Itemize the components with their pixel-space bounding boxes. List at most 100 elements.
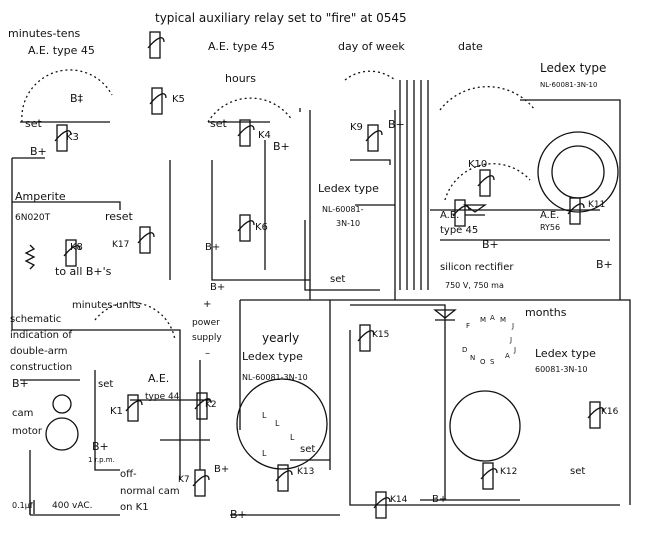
label-ledex-d-num: NL-60081-3N-10	[242, 373, 308, 382]
label-ps-plus: +	[203, 299, 211, 310]
coil-winding	[567, 203, 585, 215]
label-ledex-c-num: 60081-3N-10	[535, 365, 587, 374]
label-schematic2: indication of	[10, 330, 72, 341]
coil-winding	[147, 37, 165, 49]
label-ry56-2: RY56	[540, 223, 560, 232]
relay-coil-k7	[194, 469, 206, 497]
label-k12: K12	[500, 467, 517, 477]
label-ledex-b-num2: 3N-10	[336, 219, 360, 228]
day-of-week-arc	[344, 70, 396, 81]
ledex-date-dial	[537, 131, 619, 213]
label-to-all: to all B+'s	[55, 265, 112, 278]
label-off1: off-	[120, 469, 137, 480]
label-set-mid: set	[330, 274, 345, 285]
relays	[54, 31, 605, 519]
month-letter: J	[511, 322, 514, 330]
label-minutes-tens: minutes-tens	[8, 27, 81, 40]
coil-winding	[63, 245, 81, 257]
yearly-dial-letter: L	[262, 449, 267, 458]
cam	[52, 394, 72, 414]
label-ledex-a: Ledex type	[540, 61, 606, 75]
month-letter: M	[500, 316, 506, 324]
coil-winding	[357, 330, 375, 342]
coil-winding	[587, 407, 605, 419]
label-bp-k13: B+	[230, 508, 247, 521]
label-k5: K5	[172, 94, 185, 105]
label-minutes-units: minutes-units	[72, 300, 141, 311]
label-ledex-c: Ledex type	[535, 347, 596, 360]
label-motor: motor	[12, 426, 43, 437]
label-k14: K14	[390, 495, 408, 505]
label-bp-k1: B+	[92, 440, 109, 453]
label-ps-minus: –	[205, 348, 210, 359]
yearly-ledex-dial	[236, 378, 328, 470]
coil-winding	[137, 232, 155, 244]
label-bp-k6a: B+	[205, 242, 220, 253]
coil-winding	[373, 497, 391, 509]
relay-coil-k15	[359, 324, 371, 352]
label-k10: K10	[468, 159, 487, 170]
label-ps1: power	[192, 318, 220, 328]
label-k16: K16	[601, 407, 619, 417]
label-bp-k3: B+	[30, 145, 47, 158]
yearly-dial-letter: L	[275, 419, 280, 428]
label-k8: K8	[70, 242, 83, 253]
label-bp-k7: B+	[214, 464, 229, 475]
coil-winding	[125, 400, 143, 412]
coil-winding	[192, 475, 210, 487]
label-ledex-b-num1: NL-60081-	[322, 205, 364, 214]
label-bdd: B‡	[70, 92, 84, 105]
motor	[45, 417, 79, 451]
label-rectifier: silicon rectifier	[440, 262, 514, 273]
label-schematic1: schematic	[10, 314, 61, 325]
coil-winding	[237, 220, 255, 232]
month-letter: N	[470, 354, 475, 362]
relay-coil-aux	[149, 31, 161, 59]
coil-winding	[365, 130, 383, 142]
label-bp-k4: B+	[273, 140, 290, 153]
coil-winding	[275, 470, 293, 482]
label-k4: K4	[258, 130, 271, 141]
label-set-k4: set	[210, 117, 227, 130]
label-ae45-c2: type 45	[440, 225, 478, 236]
label-set-k3: set	[25, 117, 42, 130]
relay-coil-k4	[239, 119, 251, 147]
label-k3: K3	[66, 132, 79, 143]
label-cap: 0.1μf	[12, 501, 33, 510]
relay-coil-k9	[367, 124, 379, 152]
label-reset: reset	[105, 210, 134, 223]
minutes-tens-stepper-arc	[21, 69, 113, 123]
label-set-k13: set	[300, 444, 315, 455]
labels: typical auxiliary relay set to "fire" at…	[8, 11, 619, 521]
label-set-k1: set	[98, 379, 113, 390]
amperite-resistor	[24, 244, 36, 270]
label-hours: hours	[225, 72, 256, 85]
label-ry56-1: A.E.	[540, 210, 559, 221]
label-bp-k6b: B+	[210, 282, 225, 293]
k10-stepper-arc	[444, 163, 531, 201]
month-letter: D	[462, 346, 467, 354]
label-k13: K13	[297, 467, 314, 477]
label-ae45-a: A.E. type 45	[28, 44, 95, 57]
label-ae44-1: A.E.	[148, 372, 169, 385]
label-bp-left: B+	[12, 377, 29, 390]
label-amperite: Amperite	[15, 190, 66, 203]
yearly-dial-letter: L	[290, 433, 295, 442]
label-schematic3: double-arm	[10, 346, 68, 357]
label-ps2: supply	[192, 333, 222, 343]
label-date: date	[458, 40, 483, 53]
label-off2: normal cam	[120, 486, 180, 497]
month-letter: A	[490, 314, 495, 322]
capacitor	[29, 500, 35, 514]
coil-winding	[480, 468, 498, 480]
month-letter: F	[466, 322, 470, 330]
relay-coil-k12	[482, 462, 494, 490]
month-letter: M	[480, 316, 486, 324]
label-bp-k12: B+	[432, 494, 447, 505]
label-bp-mid: B+	[482, 238, 499, 251]
relay-coil-k6	[239, 214, 251, 242]
label-off3: on K1	[120, 502, 149, 513]
coil-winding	[477, 175, 495, 187]
